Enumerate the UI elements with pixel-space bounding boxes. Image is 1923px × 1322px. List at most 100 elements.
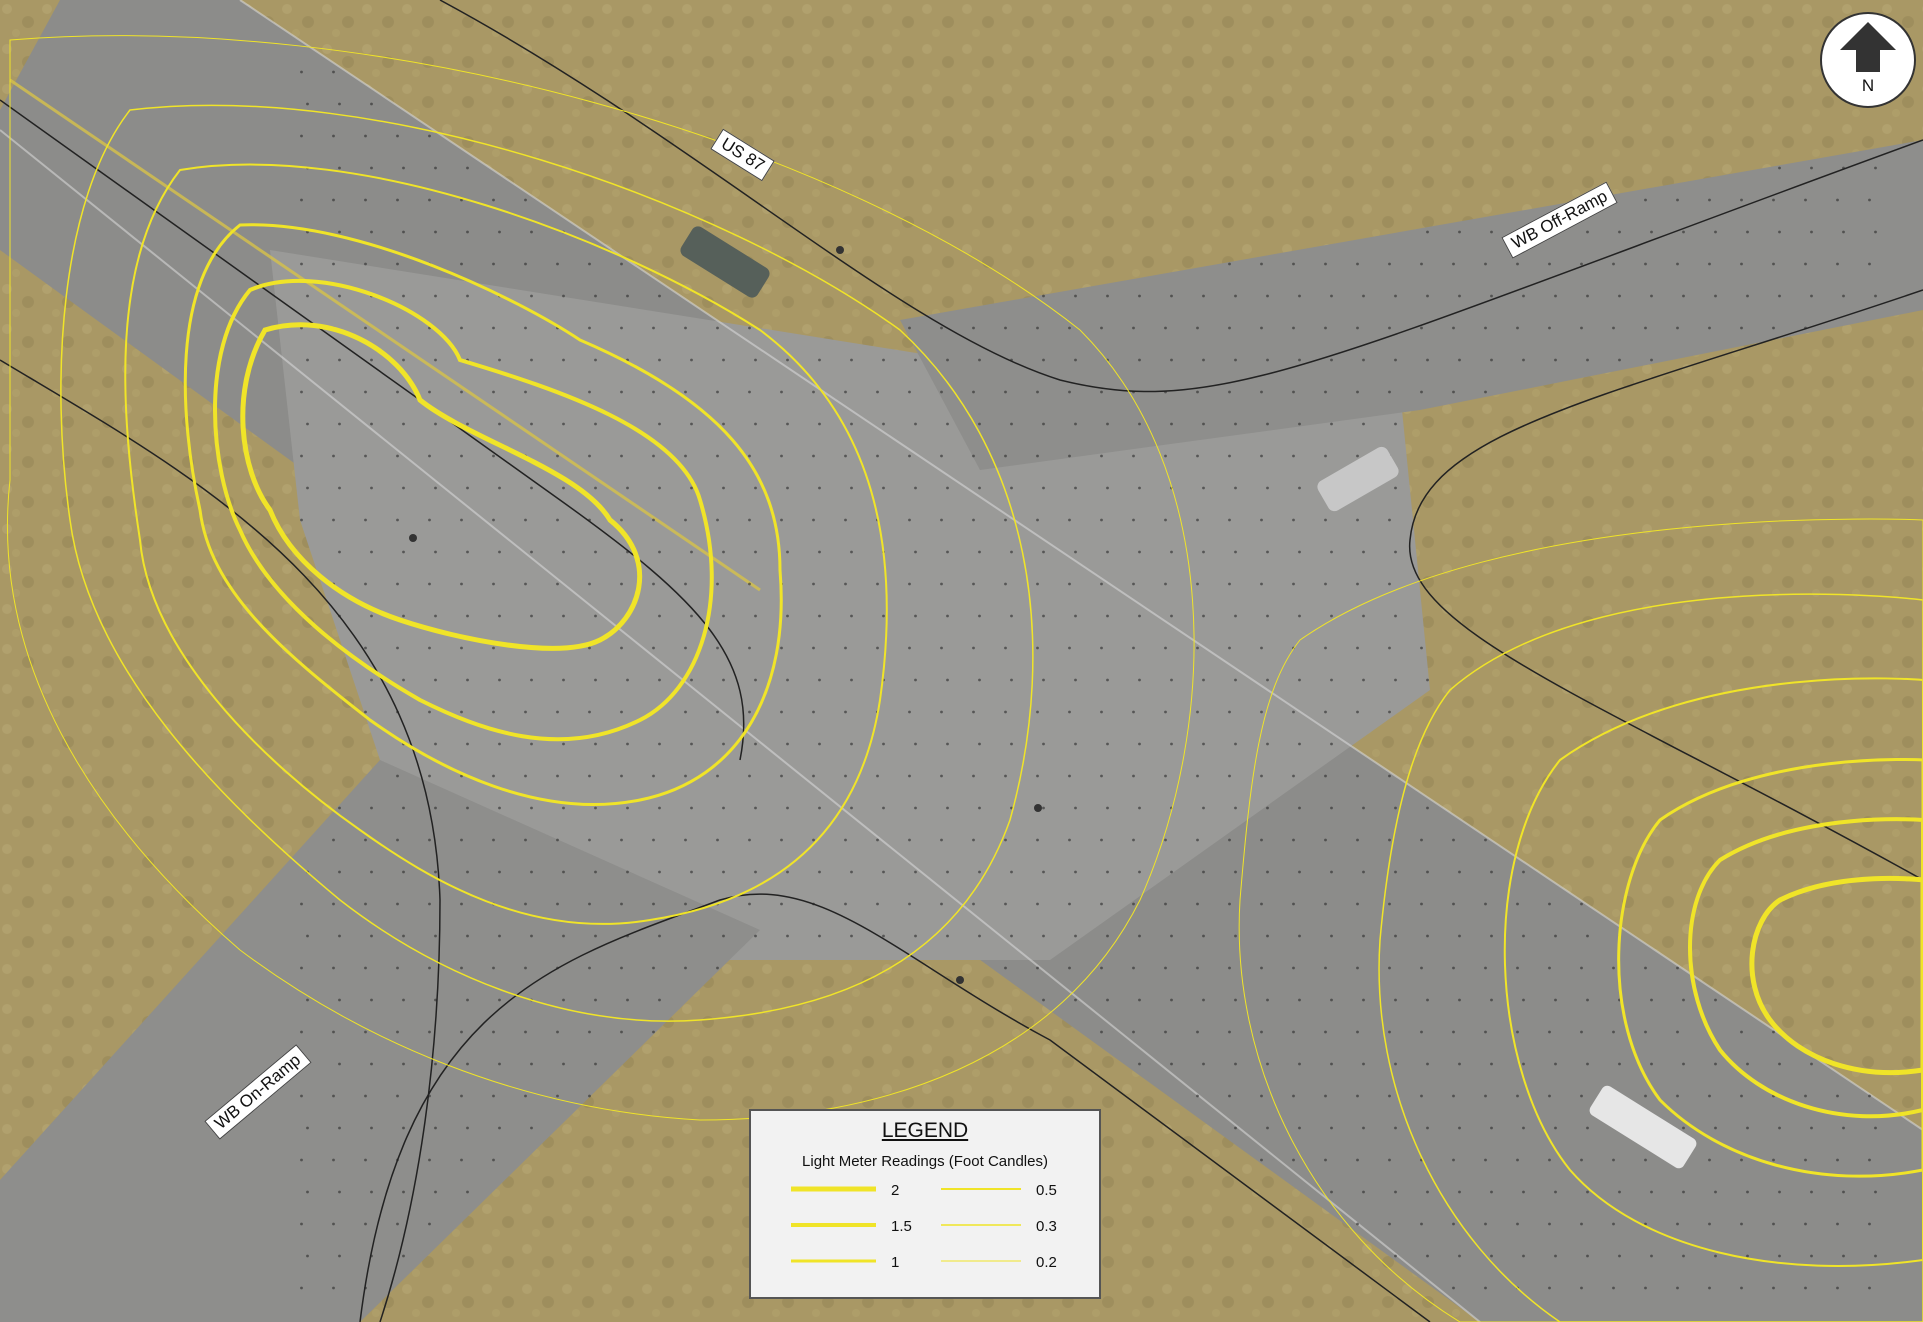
- reading-point: [1196, 390, 1199, 394]
- reading-point: [1074, 870, 1077, 874]
- reading-point: [1202, 550, 1205, 554]
- reading-point: [1490, 870, 1493, 874]
- reading-point: [818, 550, 821, 554]
- vehicle: [1317, 446, 1399, 512]
- reading-point: [396, 1094, 399, 1098]
- reading-point: [620, 902, 623, 906]
- reading-point: [1484, 902, 1487, 906]
- reading-point: [1810, 230, 1813, 234]
- reading-point: [1810, 166, 1813, 170]
- reading-point: [1452, 1158, 1455, 1162]
- illuminance-contours: [6, 35, 1923, 1322]
- reading-point: [1132, 710, 1135, 714]
- reading-point: [428, 838, 431, 842]
- reading-point: [1298, 742, 1301, 746]
- reading-point: [1740, 198, 1743, 202]
- reading-point: [908, 582, 911, 586]
- reading-point: [1394, 870, 1397, 874]
- reading-point: [1420, 966, 1423, 970]
- reading-point: [1170, 934, 1173, 938]
- reading-point: [1490, 230, 1493, 234]
- reading-point: [1170, 422, 1173, 426]
- reading-point: [1554, 294, 1557, 298]
- reading-point: [850, 486, 853, 490]
- reading-point: [1458, 934, 1461, 938]
- reading-point: [722, 934, 725, 938]
- reading-point: [1516, 966, 1519, 970]
- reading-point: [1810, 294, 1813, 298]
- reading-point: [1868, 1094, 1871, 1098]
- reading-point: [1842, 1254, 1845, 1258]
- reading-point: [1804, 262, 1807, 266]
- reading-point: [338, 870, 341, 874]
- reading-point: [1266, 998, 1269, 1002]
- reading-point: [1292, 518, 1295, 522]
- reading-point: [1682, 230, 1685, 234]
- reading-point: [1490, 1254, 1493, 1258]
- reading-point: [1490, 1190, 1493, 1194]
- reading-point: [1676, 1030, 1679, 1034]
- reading-point: [748, 326, 751, 330]
- reading-point: [844, 902, 847, 906]
- reading-point: [1074, 998, 1077, 1002]
- reading-point: [882, 934, 885, 938]
- reading-point: [1484, 326, 1487, 330]
- reading-point: [1202, 422, 1205, 426]
- reading-point: [1362, 678, 1365, 682]
- reading-point: [498, 230, 501, 234]
- reading-point: [946, 550, 949, 554]
- reading-point: [1266, 422, 1269, 426]
- reading-point: [524, 710, 527, 714]
- reading-point: [684, 454, 687, 458]
- reading-point: [1042, 422, 1045, 426]
- reading-point: [370, 934, 373, 938]
- reading-point: [1772, 1030, 1775, 1034]
- reading-point: [1228, 582, 1231, 586]
- reading-point: [1196, 902, 1199, 906]
- reading-point: [1202, 870, 1205, 874]
- reading-point: [492, 966, 495, 970]
- reading-point: [876, 774, 879, 778]
- reading-point: [1650, 1062, 1653, 1066]
- reading-point: [1010, 614, 1013, 618]
- reading-point: [1356, 454, 1359, 458]
- reading-point: [946, 486, 949, 490]
- reading-point: [1068, 582, 1071, 586]
- reading-point: [1714, 230, 1717, 234]
- reading-point: [786, 934, 789, 938]
- reading-point: [1228, 838, 1231, 842]
- reading-point: [620, 582, 623, 586]
- reading-point: [524, 902, 527, 906]
- reading-point: [1484, 1030, 1487, 1034]
- reading-point: [1586, 294, 1589, 298]
- reading-point: [1644, 198, 1647, 202]
- reading-point: [1004, 966, 1007, 970]
- reading-point: [1362, 422, 1365, 426]
- reading-point: [1324, 1030, 1327, 1034]
- reading-point: [1042, 678, 1045, 682]
- reading-point: [1426, 294, 1429, 298]
- reading-point: [1708, 326, 1711, 330]
- reading-point: [1106, 806, 1109, 810]
- reading-point: [1580, 1094, 1583, 1098]
- reading-point: [1004, 646, 1007, 650]
- reading-point: [1362, 358, 1365, 362]
- reading-point: [754, 486, 757, 490]
- reading-point: [1714, 1254, 1717, 1258]
- reading-point: [1842, 1126, 1845, 1130]
- reading-point: [1676, 1286, 1679, 1290]
- reading-point: [1362, 614, 1365, 618]
- reading-point: [716, 390, 719, 394]
- reading-point: [492, 1158, 495, 1162]
- reading-point: [466, 230, 469, 234]
- reading-point: [1874, 230, 1877, 234]
- reading-point: [946, 678, 949, 682]
- reading-point: [524, 262, 527, 266]
- reading-point: [1202, 1062, 1205, 1066]
- reading-point: [812, 582, 815, 586]
- reading-point: [594, 294, 597, 298]
- reading-point: [1106, 870, 1109, 874]
- reading-point: [1388, 390, 1391, 394]
- reading-point: [946, 358, 949, 362]
